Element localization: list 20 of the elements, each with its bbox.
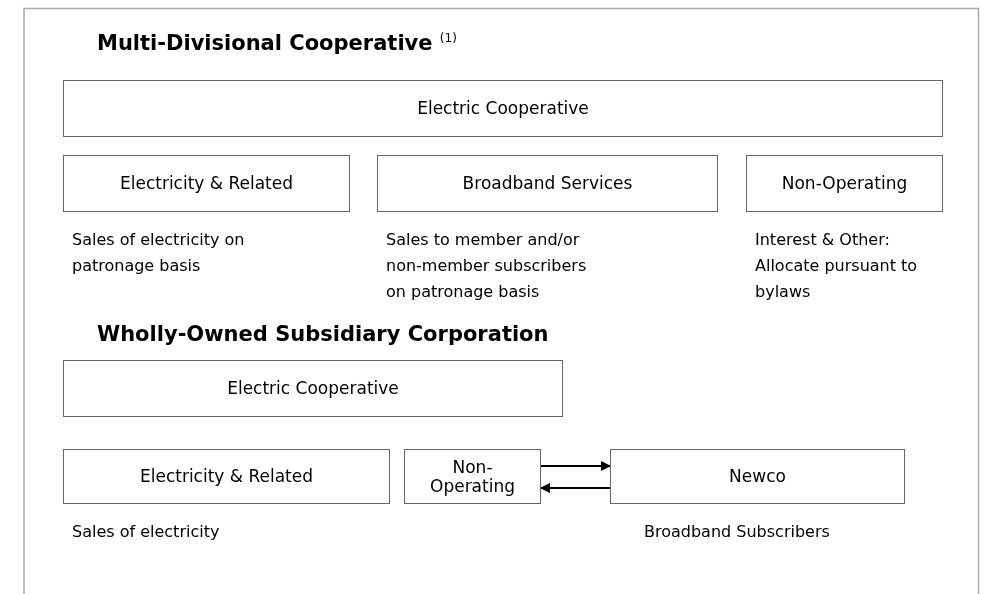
description-text: Sales of electricity on patronage basis — [72, 229, 246, 277]
box-label: Electricity & Related — [139, 467, 314, 486]
box-label: Electric Cooperative — [417, 99, 589, 118]
box-label: Non-Operating — [429, 457, 516, 496]
description-text: Broadband Subscribers — [644, 521, 831, 543]
process-box — [63, 80, 943, 137]
description-text: Interest & Other: Allocate pursuant to bylaws — [755, 229, 919, 303]
arrow — [541, 461, 611, 471]
box-label: Electricity & Related — [119, 174, 294, 193]
box-label: Electric Cooperative — [227, 379, 399, 398]
description-text: Sales to member and/or non-member subscribers on patronage basis — [386, 229, 588, 303]
box-label: Broadband Services — [462, 174, 633, 193]
section-heading: Wholly-Owned Subsidiary Corporation — [97, 322, 549, 346]
box-label: Newco — [729, 467, 786, 486]
arrow — [540, 483, 610, 493]
section-heading: Multi-Divisional Cooperative $^{(1)}$ — [97, 31, 457, 55]
description-text: Sales of electricity — [72, 521, 221, 543]
process-box — [63, 360, 563, 417]
process-box — [404, 449, 541, 504]
box-label: Non-Operating — [781, 174, 908, 193]
